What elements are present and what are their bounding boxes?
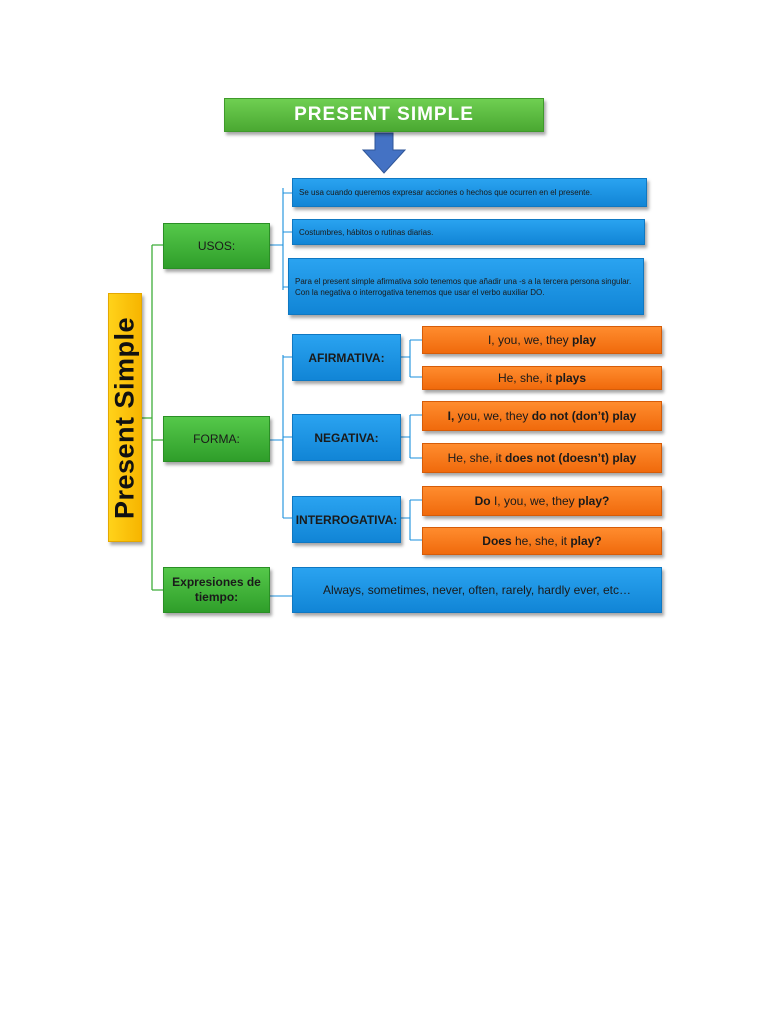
negativa-node: NEGATIVA: <box>292 414 401 461</box>
negativa-example-2: He, she, it does not (doesn’t) play <box>422 443 662 473</box>
interrogativa-node: INTERROGATIVA: <box>292 496 401 543</box>
negativa-example-1-verb: do not (don’t) play <box>531 409 637 423</box>
expresiones-examples: Always, sometimes, never, often, rarely,… <box>292 567 662 613</box>
interrogativa-example-1-subject: I, you, we, they <box>490 494 579 508</box>
afirmativa-example-2-subject: He, she, it <box>497 371 556 385</box>
afirmativa-example-2-verb: plays <box>555 371 587 385</box>
interrogativa-example-2-auxiliary: Does <box>482 534 512 548</box>
interrogativa-example-1-auxiliary: Do <box>474 494 491 508</box>
down-arrow-icon <box>361 132 407 174</box>
afirmativa-node: AFIRMATIVA: <box>292 334 401 381</box>
usos-node: USOS: <box>163 223 270 269</box>
negativa-example-1-pronoun: I, <box>447 409 458 423</box>
negativa-example-2-verb: does not (doesn’t) play <box>505 451 637 465</box>
afirmativa-example-2: He, she, it plays <box>422 366 662 390</box>
side-title-banner: Present Simple <box>108 293 142 542</box>
interrogativa-example-2-verb: play? <box>570 534 602 548</box>
expresiones-node: Expresiones de tiempo: <box>163 567 270 613</box>
green-branch-lines <box>142 244 163 591</box>
usos-item-2: Costumbres, hábitos o rutinas diarias. <box>292 219 645 245</box>
blue-branch-lines <box>270 188 422 597</box>
interrogativa-example-1: Do I, you, we, they play? <box>422 486 662 516</box>
usos-item-1: Se usa cuando queremos expresar acciones… <box>292 178 647 207</box>
side-title-text: Present Simple <box>109 316 140 519</box>
negativa-example-1: I, you, we, they do not (don’t) play <box>422 401 662 431</box>
usos-item-3: Para el present simple afirmativa solo t… <box>288 258 644 315</box>
negativa-example-1-subject: you, we, they <box>457 409 532 423</box>
interrogativa-example-2: Does he, she, it play? <box>422 527 662 555</box>
interrogativa-example-2-subject: he, she, it <box>511 534 571 548</box>
forma-node: FORMA: <box>163 416 270 462</box>
afirmativa-example-1-verb: play <box>572 333 597 347</box>
afirmativa-example-1: I, you, we, they play <box>422 326 662 354</box>
page-title: PRESENT SIMPLE <box>224 98 544 132</box>
negativa-example-2-subject: He, she, it <box>447 451 505 465</box>
afirmativa-example-1-subject: I, you, we, they <box>487 333 573 347</box>
interrogativa-example-1-verb: play? <box>578 494 610 508</box>
